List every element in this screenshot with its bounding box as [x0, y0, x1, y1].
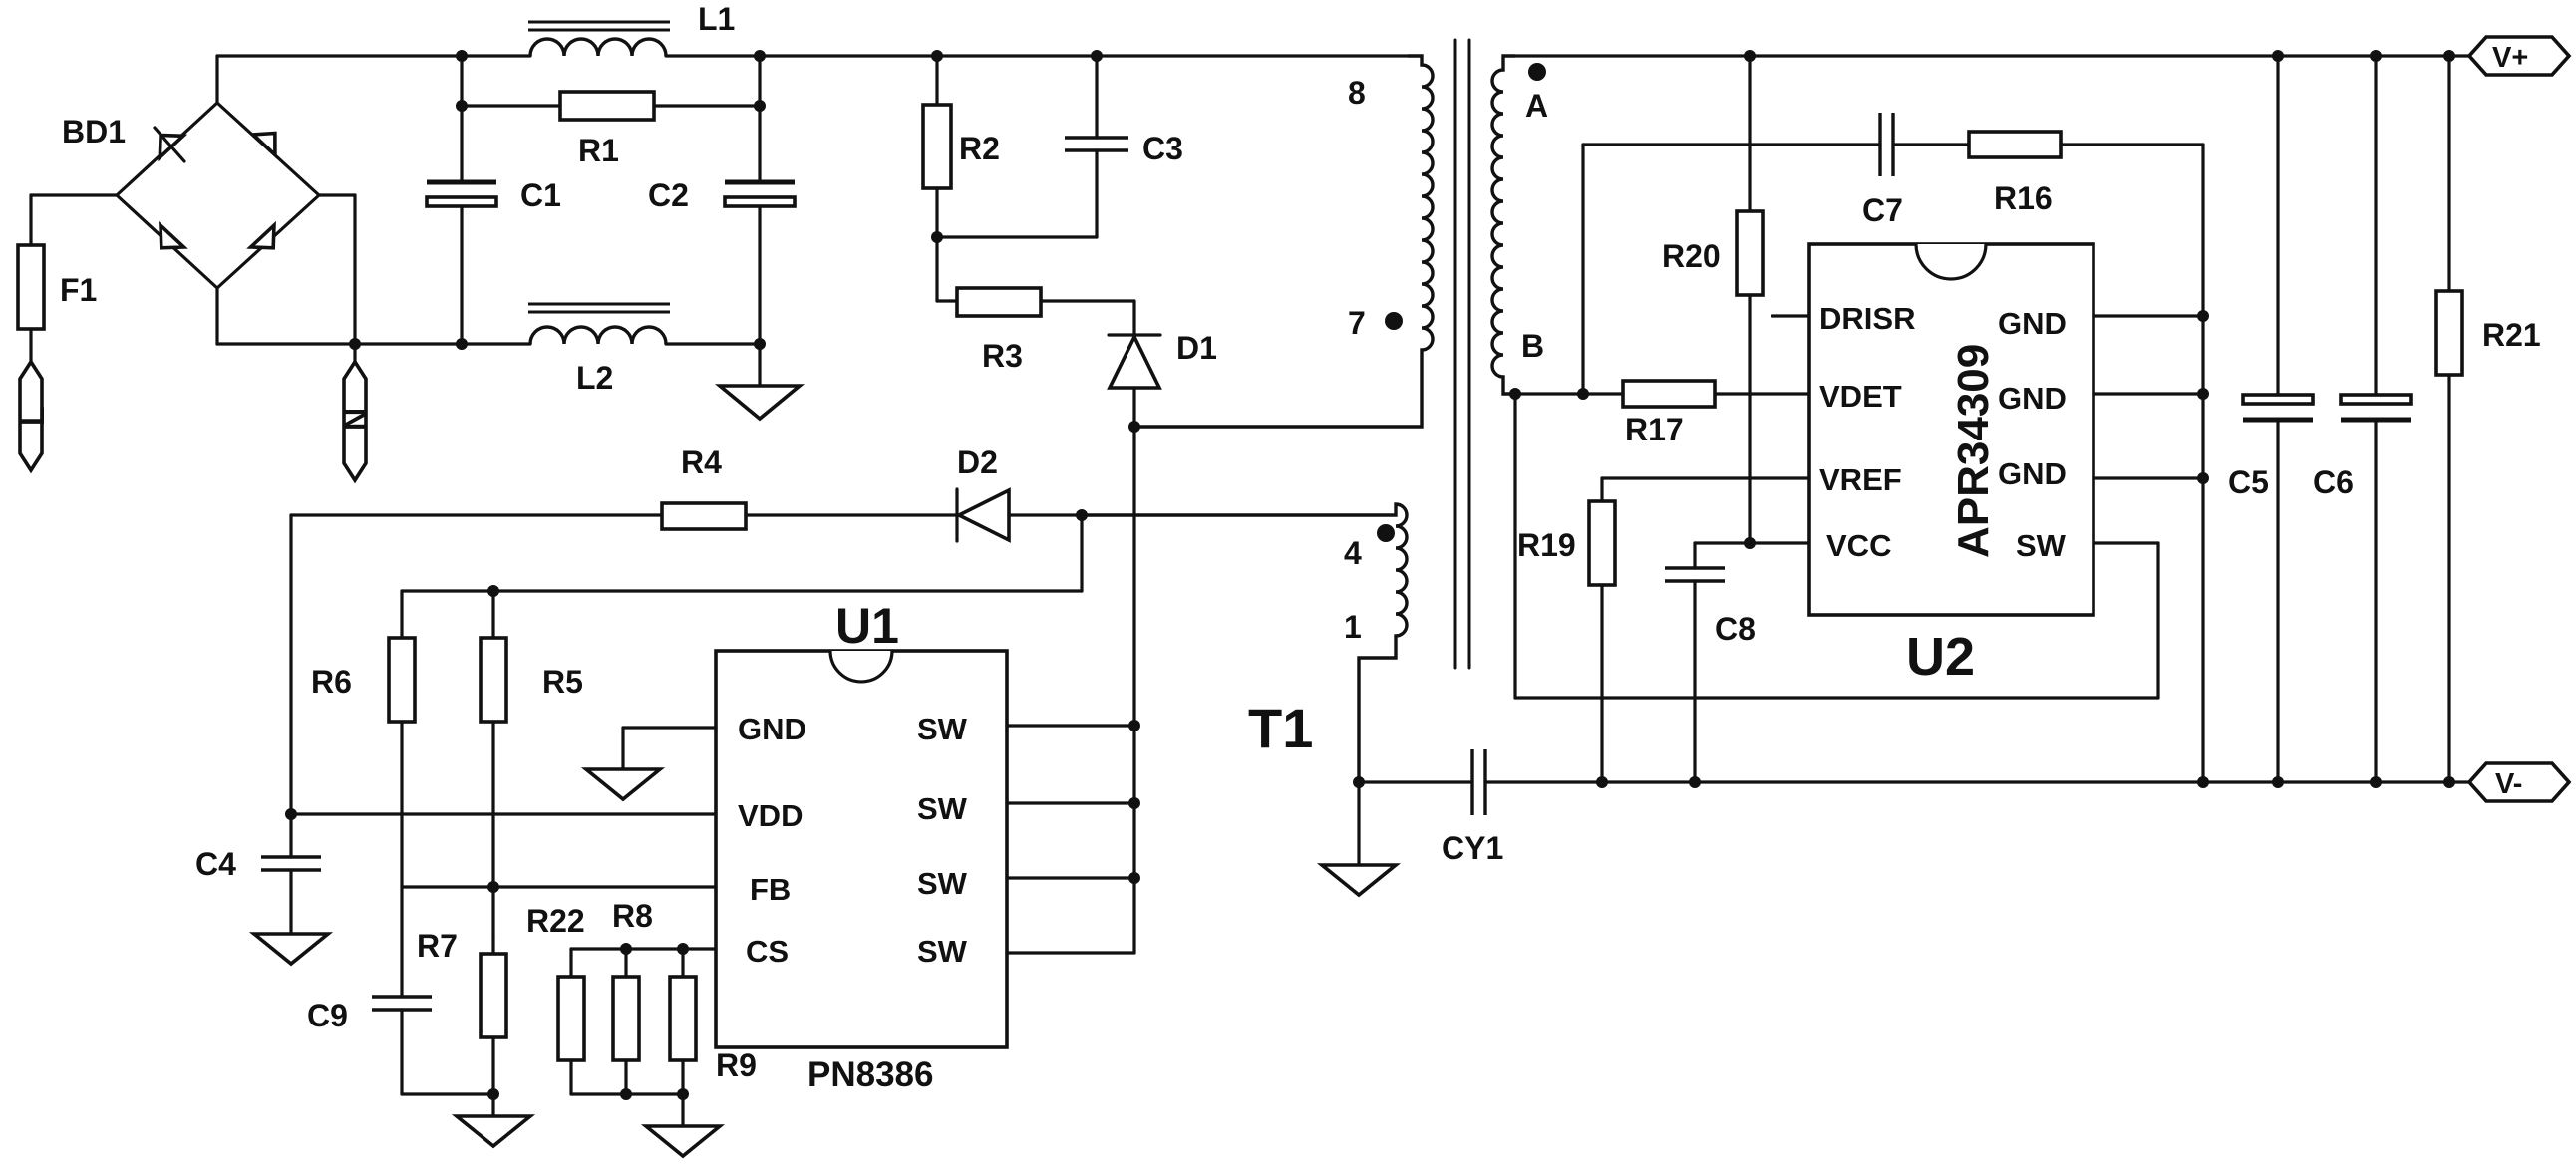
r17-resistor [1623, 381, 1715, 407]
r9-label: R9 [716, 1047, 757, 1083]
n-terminal-label: N [338, 408, 374, 431]
ground-symbol [457, 1116, 530, 1146]
u1-pin-vdd: VDD [738, 798, 803, 833]
r5-label: R5 [542, 664, 583, 700]
r3-label: R3 [982, 338, 1023, 374]
t1-pin-8: 8 [1348, 75, 1366, 111]
t1-pin-1: 1 [1344, 609, 1362, 645]
r22-label: R22 [526, 903, 585, 939]
r1-resistor [560, 92, 654, 120]
r9-resistor [670, 977, 696, 1060]
r20-label: R20 [1662, 238, 1721, 274]
u2-part-number: APR34309 [1949, 344, 1998, 558]
r4-label: R4 [681, 444, 722, 480]
l1-label: L1 [698, 1, 735, 37]
r21-resistor [2436, 291, 2462, 375]
c4-label: C4 [195, 846, 236, 882]
u2-pin-gnd1: GND [1998, 306, 2067, 341]
r16-resistor [1969, 132, 2061, 157]
d2-diode [957, 489, 1009, 541]
r7-label: R7 [417, 928, 458, 964]
u2-pin-drisr: DRISR [1819, 301, 1915, 336]
r8-resistor [613, 977, 639, 1060]
ground-symbol [646, 1126, 720, 1156]
t1-pin-7: 7 [1348, 305, 1366, 341]
f1-label: F1 [60, 272, 97, 308]
c7-label: C7 [1862, 192, 1903, 228]
t1-pin-a: A [1525, 88, 1548, 124]
t1-pin-b: B [1521, 328, 1544, 364]
u2-designator: U2 [1906, 627, 1975, 687]
ground-symbol [586, 769, 660, 799]
r4-resistor [662, 503, 746, 529]
t1-pin-4: 4 [1344, 535, 1362, 571]
c5-capacitor [2243, 395, 2313, 404]
v-plus-label: V+ [2492, 42, 2528, 74]
r19-label: R19 [1517, 527, 1576, 563]
bd1-label: BD1 [62, 114, 126, 149]
u2-pin-sw: SW [2016, 528, 2067, 563]
c3-label: C3 [1142, 131, 1183, 166]
l-terminal-label: L [15, 406, 51, 426]
r22-resistor [558, 977, 584, 1060]
l2-inductor [528, 304, 670, 344]
u1-section: D2 R4 R6 R5 C4 R7 [195, 444, 1140, 1156]
u1-pin-sw2: SW [917, 791, 968, 826]
c2-label: C2 [648, 177, 689, 213]
c5-label: C5 [2228, 464, 2269, 500]
u2-pin-gnd2: GND [1998, 381, 2067, 416]
u2-pin-gnd3: GND [1998, 456, 2067, 491]
ground-symbol [720, 386, 800, 419]
d2-label: D2 [957, 444, 998, 480]
bd1-bridge-rectifier [117, 103, 319, 288]
r2-resistor [923, 105, 951, 188]
r19-resistor [1589, 501, 1615, 585]
r1-label: R1 [578, 133, 619, 168]
u1-pin-gnd: GND [738, 712, 806, 746]
r7-resistor [481, 954, 506, 1037]
u1-part-number: PN8386 [807, 1055, 933, 1094]
ground-symbol [254, 934, 328, 964]
c8-label: C8 [1715, 611, 1756, 647]
l1-inductor [528, 22, 670, 56]
r8-label: R8 [612, 898, 653, 934]
r21-label: R21 [2482, 317, 2541, 353]
r6-resistor [389, 638, 415, 722]
r2-label: R2 [959, 131, 1000, 166]
input-section: L F1 BD1 N L1 [15, 1, 1408, 480]
u1-designator: U1 [835, 598, 899, 654]
d1-diode [1109, 335, 1160, 388]
c9-label: C9 [307, 998, 348, 1033]
c6-label: C6 [2313, 464, 2354, 500]
u1-pin-sw3: SW [917, 866, 968, 901]
r5-resistor [481, 638, 506, 722]
v-minus-label: V- [2495, 768, 2522, 800]
l2-label: L2 [576, 360, 613, 396]
r16-label: R16 [1994, 180, 2053, 216]
ground-symbol [1322, 865, 1396, 895]
u2-pin-vdet: VDET [1819, 379, 1902, 414]
r6-label: R6 [311, 664, 352, 700]
f1-fuse [18, 245, 44, 329]
cy1-section: CY1 [1322, 749, 2469, 895]
secondary-section: R17 C7 R16 R20 C8 R19 [1509, 37, 2569, 801]
u1-pin-sw4: SW [917, 934, 968, 969]
r3-resistor [957, 288, 1041, 316]
c6-capacitor [2341, 395, 2411, 404]
u1-pin-fb: FB [750, 872, 791, 907]
c1-label: C1 [520, 177, 561, 213]
u2-pin-vref: VREF [1819, 462, 1902, 497]
u2-pin-vcc: VCC [1826, 528, 1891, 563]
d1-label: D1 [1176, 330, 1217, 366]
u1-pin-cs: CS [746, 934, 789, 969]
u1-ic-body [716, 651, 1007, 1047]
cy1-label: CY1 [1442, 830, 1503, 866]
u1-pin-sw1: SW [917, 712, 968, 746]
t1-designator: T1 [1248, 697, 1313, 759]
r20-resistor [1737, 211, 1763, 295]
r17-label: R17 [1625, 412, 1684, 447]
